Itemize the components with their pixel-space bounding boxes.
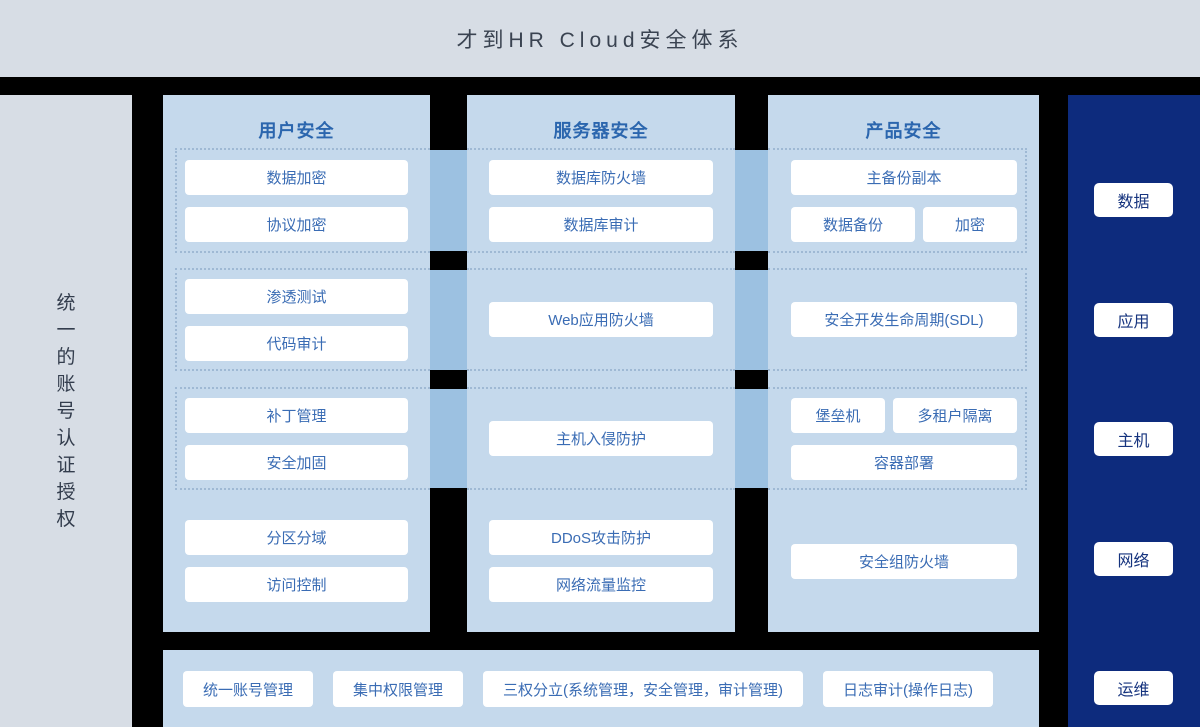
layer-badge: 应用 (1094, 303, 1173, 337)
layer-rail: 数据应用主机网络运维 (1068, 95, 1200, 727)
column-title: 用户安全 (258, 121, 335, 141)
vertical-label-char: 权 (56, 508, 76, 530)
vertical-label-char: 账 (56, 373, 76, 395)
capability-row: 访问控制 (163, 567, 430, 602)
capability-row: DDoS攻击防护 (467, 520, 735, 555)
capability-box: 渗透测试 (185, 278, 408, 314)
capability-row: 安全开发生命周期(SDL) (768, 302, 1025, 337)
capability-group: 主备份副本数据备份加密 (768, 148, 1027, 253)
capability-box: 数据库审计 (489, 206, 713, 242)
column-connector (735, 270, 768, 370)
capability-group-plain: 安全组防火墙 (768, 505, 1039, 617)
capability-box: 网络流量监控 (489, 567, 713, 602)
capability-row: 数据加密 (177, 159, 430, 195)
capability-group: 数据库防火墙数据库审计 (467, 148, 735, 253)
capability-row: 数据库审计 (467, 206, 735, 242)
capability-box: DDoS攻击防护 (489, 520, 713, 555)
capability-group: 补丁管理安全加固 (175, 387, 430, 490)
capability-box: 主机入侵防护 (489, 421, 713, 456)
column-connector (735, 389, 768, 488)
capability-row: 分区分域 (163, 520, 430, 555)
column-title: 服务器安全 (553, 121, 649, 141)
column-title: 产品安全 (865, 121, 942, 141)
capability-box: Web应用防火墙 (489, 302, 713, 337)
capability-row: 主机入侵防护 (467, 421, 735, 456)
capability-group: 堡垒机多租户隔离容器部署 (768, 387, 1027, 490)
governance-bar: 统一账号管理集中权限管理三权分立(系统管理，安全管理，审计管理) 日志审计(操作日… (163, 650, 1039, 727)
capability-row: 数据库防火墙 (467, 159, 735, 195)
capability-group-plain: DDoS攻击防护网络流量监控 (467, 505, 735, 617)
capability-row: 补丁管理 (177, 397, 430, 433)
capability-box: 安全组防火墙 (791, 543, 1017, 579)
capability-group: 主机入侵防护 (467, 387, 735, 490)
layer-badge: 主机 (1094, 422, 1173, 456)
capability-group: Web应用防火墙 (467, 268, 735, 371)
vertical-label-char: 认 (56, 427, 76, 449)
capability-group: 安全开发生命周期(SDL) (768, 268, 1027, 371)
vertical-label-char: 证 (56, 454, 76, 476)
layer-badge: 网络 (1094, 542, 1173, 576)
security-column-2: 服务器安全数据库防火墙数据库审计 Web应用防火墙主机入侵防护 DDoS攻击防护网络… (467, 95, 735, 632)
capability-box: 补丁管理 (185, 397, 408, 433)
vertical-label-char: 统 (56, 292, 76, 314)
column-connector (430, 270, 467, 370)
capability-box: 数据加密 (185, 159, 408, 195)
security-column-3: 产品安全主备份副本数据备份加密安全开发生命周期(SDL) 堡垒机多租户隔离容器部署… (768, 95, 1039, 632)
governance-box: 三权分立(系统管理，安全管理，审计管理) (483, 671, 804, 707)
vertical-label-char: 号 (56, 400, 76, 422)
capability-box: 协议加密 (185, 206, 408, 242)
capability-row: 数据备份加密 (768, 206, 1025, 242)
column-connector (430, 150, 467, 251)
vertical-label-char: 的 (56, 346, 76, 368)
capability-box: 访问控制 (185, 567, 408, 602)
vertical-label-char: 授 (56, 481, 76, 503)
capability-box: 多租户隔离 (893, 397, 1017, 433)
capability-box: 代码审计 (185, 325, 408, 361)
capability-row: 安全组防火墙 (768, 543, 1039, 579)
governance-box: 集中权限管理 (333, 671, 464, 707)
capability-row: 代码审计 (177, 325, 430, 361)
capability-group: 渗透测试代码审计 (175, 268, 430, 371)
capability-row: 安全加固 (177, 444, 430, 480)
unified-auth-vertical-label: 统一的账号认证授权 (56, 290, 75, 533)
left-rail-unified-auth: 统一的账号认证授权 (0, 95, 132, 727)
capability-row: 容器部署 (768, 444, 1025, 480)
security-column-1: 用户安全数据加密协议加密渗透测试代码审计补丁管理安全加固分区分域访问控制 (163, 95, 430, 632)
capability-group: 数据加密协议加密 (175, 148, 430, 253)
capability-row: 主备份副本 (768, 159, 1025, 195)
layer-badge: 运维 (1094, 671, 1173, 705)
capability-row: 堡垒机多租户隔离 (768, 397, 1025, 433)
column-connector (735, 150, 768, 251)
capability-group-plain: 分区分域访问控制 (163, 505, 430, 617)
governance-box: 统一账号管理 (183, 671, 314, 707)
capability-box: 主备份副本 (791, 159, 1017, 195)
capability-box: 数据库防火墙 (489, 159, 713, 195)
capability-box: 堡垒机 (791, 397, 885, 433)
layer-badge: 数据 (1094, 183, 1173, 217)
page-title: 才到HR Cloud安全体系 (456, 28, 744, 52)
capability-row: 渗透测试 (177, 278, 430, 314)
governance-box: 日志审计(操作日志) (823, 671, 994, 707)
capability-row: Web应用防火墙 (467, 302, 735, 337)
capability-row: 协议加密 (177, 206, 430, 242)
capability-box: 加密 (923, 206, 1017, 242)
column-connector (430, 389, 467, 488)
capability-row: 网络流量监控 (467, 567, 735, 602)
vertical-label-char: 一 (56, 319, 76, 341)
capability-box: 容器部署 (791, 444, 1017, 480)
capability-box: 分区分域 (185, 520, 408, 555)
capability-box: 安全加固 (185, 444, 408, 480)
capability-box: 数据备份 (791, 206, 915, 242)
app-header: 才到HR Cloud安全体系 (0, 0, 1200, 77)
capability-box: 安全开发生命周期(SDL) (791, 302, 1017, 337)
